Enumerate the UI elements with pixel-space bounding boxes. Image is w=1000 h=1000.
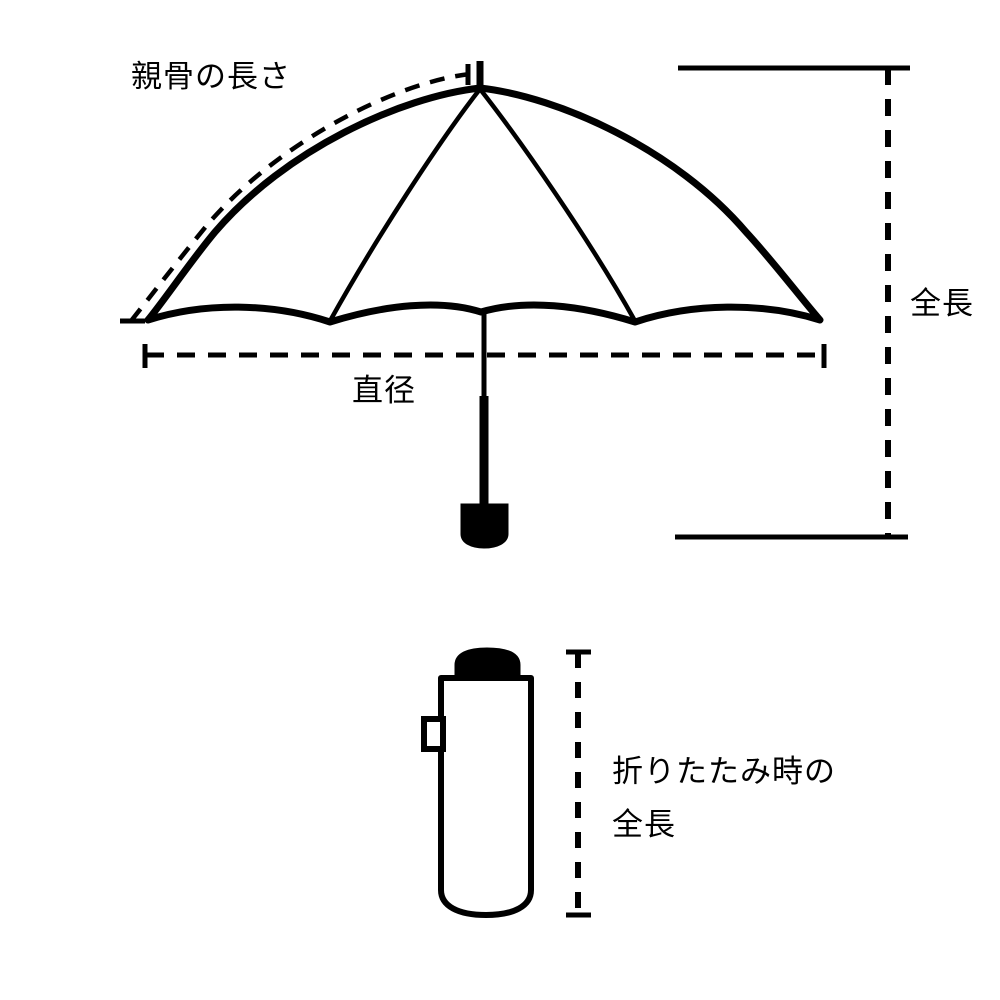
strap-loop [421,716,446,752]
canopy [144,84,824,326]
label-folded-length-line1: 折りたたみ時の [612,754,836,790]
folded-umbrella [421,647,534,918]
handle [460,503,509,549]
dimension-total-length [675,65,910,540]
canopy-seam-left [327,86,483,324]
label-folded-length: 折りたたみ時の全長 [612,751,836,846]
dimension-diameter [142,344,827,368]
label-folded-length-line2: 全長 [612,807,676,843]
label-diameter: 直径 [352,373,416,409]
dimension-folded-length [566,649,591,918]
canopy-seam-right [477,86,638,324]
folded-cap [454,647,521,679]
folded-body [438,675,534,918]
rib-length-dashed-arc [129,71,471,323]
label-rib-length: 親骨の長さ [131,59,291,95]
dimension-rib-length [120,64,471,324]
label-total-length: 全長 [910,286,974,322]
open-umbrella [144,61,824,549]
